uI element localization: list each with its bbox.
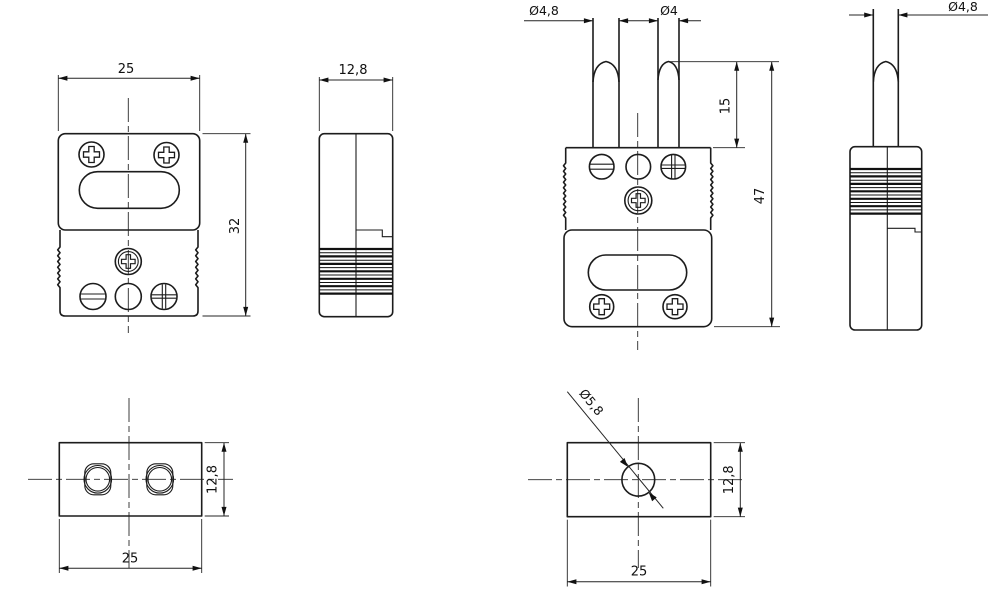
terminal-cross <box>150 282 178 311</box>
view-plug-side: Ø4,8 <box>849 0 988 331</box>
pin-left <box>592 18 620 148</box>
view-socket-front: 25 32 <box>56 62 251 333</box>
pin-side <box>872 9 900 147</box>
grip-ribs <box>850 167 922 215</box>
plug-upper-body-left <box>562 147 567 230</box>
dimension-socket-width: 25 <box>57 62 201 131</box>
dim-label-plug-right-pin: Ø4 <box>660 3 678 18</box>
screw-phillips <box>153 141 180 169</box>
pin-right <box>657 18 680 148</box>
dim-label-plug-side-pin: Ø4,8 <box>948 0 978 14</box>
dim-label-plug-bottom-depth: 12,8 <box>722 465 737 494</box>
latch-slot <box>587 254 688 291</box>
terminal-cross <box>660 153 687 180</box>
grip-ribs <box>319 247 393 295</box>
plug-upper-body-right <box>709 147 714 230</box>
view-plug-front: Ø4,8 Ø4 <box>524 3 780 350</box>
dimension-socket-bottom-depth: 12,8 <box>204 442 229 517</box>
plug-bottom-body <box>566 441 712 518</box>
dimension-pin-side-diameter: Ø4,8 <box>849 0 988 18</box>
plug-side-body <box>849 145 923 331</box>
view-socket-bottom: 12,8 25 <box>28 398 233 573</box>
leader-arrow <box>648 492 657 502</box>
socket-bottom-body <box>58 441 203 517</box>
view-plug-bottom: Ø5,8 12,8 25 <box>528 386 745 587</box>
dimension-socket-bottom-width: 25 <box>58 519 203 573</box>
dimension-pin-right-diameter: Ø4 <box>619 3 701 24</box>
screw-phillips <box>588 293 615 320</box>
dimension-pin-length: 15 <box>670 61 779 149</box>
cable-hole <box>621 462 656 497</box>
step-notch <box>887 227 922 233</box>
dim-label-plug-bottom-width: 25 <box>631 565 648 580</box>
socket-lower-body <box>56 230 199 317</box>
dim-label-socket-side-width: 12,8 <box>339 63 368 78</box>
dimension-socket-height: 32 <box>202 133 251 317</box>
step-notch <box>356 229 393 238</box>
contact-hole <box>114 282 143 311</box>
dim-label-plug-height: 47 <box>753 188 768 205</box>
screw-phillips-counterbored <box>623 186 653 215</box>
dim-label-socket-bottom-width: 25 <box>122 552 139 567</box>
socket-upper-body <box>57 132 201 231</box>
dim-label-pin-length: 15 <box>719 98 734 115</box>
dim-label-cable-hole: Ø5,8 <box>576 386 607 419</box>
dimension-pin-left-diameter: Ø4,8 <box>524 3 593 24</box>
plug-lower-body <box>563 229 713 328</box>
screw-phillips <box>662 293 688 320</box>
dimension-plug-height: 47 <box>714 61 780 328</box>
contact-hole <box>625 153 652 180</box>
dim-label-socket-bottom-depth: 12,8 <box>206 465 221 494</box>
leader-arrow <box>619 458 628 467</box>
terminal-slotted <box>588 153 615 180</box>
view-socket-side: 12,8 <box>318 63 394 318</box>
dim-label-socket-front-width: 25 <box>118 62 135 77</box>
dimension-plug-bottom-width: 25 <box>566 519 712 587</box>
screw-phillips <box>78 141 105 168</box>
dimension-plug-bottom-depth: 12,8 <box>713 442 745 518</box>
latch-slot <box>78 170 181 210</box>
screw-phillips-counterbored <box>114 247 143 276</box>
dimension-socket-depth: 12,8 <box>318 63 394 131</box>
dimension-cable-hole-diameter: Ø5,8 <box>566 386 664 509</box>
dim-label-plug-left-pin: Ø4,8 <box>529 3 559 18</box>
terminal-slotted <box>79 282 107 311</box>
dim-label-socket-front-height: 32 <box>228 218 243 235</box>
